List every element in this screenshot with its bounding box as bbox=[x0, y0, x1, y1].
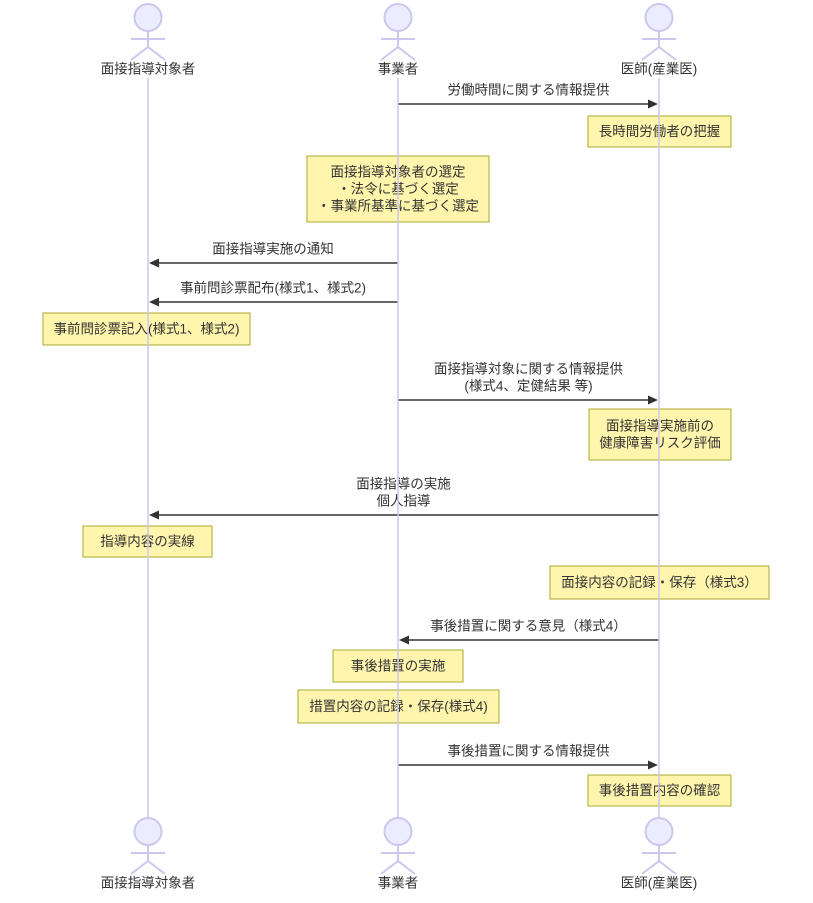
actor-top-1: 面接指導対象者 bbox=[101, 3, 196, 77]
actor-head-icon bbox=[133, 817, 163, 846]
note-6: 事前問診票記入(様式1、様式2) bbox=[42, 312, 251, 346]
message-label: 事後措置に関する情報提供 bbox=[448, 744, 610, 759]
actor-legs bbox=[641, 859, 677, 875]
actor-label: 面接指導対象者 bbox=[101, 875, 196, 891]
message-label: 面接指導の実施 bbox=[356, 476, 451, 492]
actor-head-icon bbox=[644, 3, 674, 32]
message-4: 面接指導実施の通知 bbox=[149, 241, 398, 268]
actor-label: 面接指導対象者 bbox=[101, 61, 196, 77]
arrowhead-icon bbox=[149, 258, 159, 268]
lifelines-layer bbox=[147, 78, 660, 818]
message-1: 労働時間に関する情報提供 bbox=[398, 83, 658, 109]
message-7: 面接指導対象に関する情報提供(様式4、定健結果 等) bbox=[398, 361, 658, 405]
actor-head-icon bbox=[133, 3, 163, 32]
arrowhead-icon bbox=[149, 297, 159, 307]
actor-head-icon bbox=[383, 3, 413, 32]
note-text: 面接指導実施前の bbox=[606, 418, 714, 434]
actor-legs bbox=[130, 859, 166, 875]
actor-bottom-2: 事業者 bbox=[378, 817, 419, 891]
actor-legs bbox=[641, 45, 677, 61]
actor-top-2: 事業者 bbox=[378, 3, 419, 77]
note-text: 事前問診票記入(様式1、様式2) bbox=[53, 321, 239, 337]
message-label: (様式4、定健結果 等) bbox=[464, 378, 592, 394]
arrowhead-icon bbox=[648, 395, 658, 405]
message-5: 事前問診票配布(様式1、様式2) bbox=[149, 280, 398, 307]
note-box bbox=[42, 312, 251, 346]
message-label: 労働時間に関する情報提供 bbox=[448, 83, 610, 98]
actor-label: 医師(産業医) bbox=[621, 62, 698, 77]
actor-bottom-1: 面接指導対象者 bbox=[101, 817, 196, 891]
message-label: 面接指導対象に関する情報提供 bbox=[434, 361, 623, 377]
actor-label: 医師(産業医) bbox=[621, 876, 698, 891]
actor-label: 事業者 bbox=[378, 62, 419, 77]
message-label: 個人指導 bbox=[377, 494, 431, 509]
message-label: 面接指導実施の通知 bbox=[212, 241, 334, 257]
actor-legs bbox=[380, 859, 416, 875]
actor-head-icon bbox=[644, 817, 674, 846]
actor-legs bbox=[380, 45, 416, 61]
actor-top-3: 医師(産業医) bbox=[621, 3, 698, 77]
actor-label: 事業者 bbox=[378, 876, 419, 891]
note-text: 健康障害リスク評価 bbox=[599, 435, 721, 451]
message-label: 事前問診票配布(様式1、様式2) bbox=[180, 280, 366, 296]
actor-legs bbox=[130, 45, 166, 61]
message-label: 事後措置に関する意見（様式4） bbox=[430, 618, 627, 634]
actor-bottom-3: 医師(産業医) bbox=[621, 817, 698, 891]
message-15: 事後措置に関する情報提供 bbox=[398, 744, 658, 770]
arrowhead-icon bbox=[149, 510, 159, 520]
arrowhead-icon bbox=[648, 99, 658, 109]
arrowhead-icon bbox=[399, 635, 409, 645]
arrowhead-icon bbox=[648, 760, 658, 770]
note-box bbox=[588, 408, 732, 461]
message-12: 事後措置に関する意見（様式4） bbox=[399, 618, 659, 645]
actor-head-icon bbox=[383, 817, 413, 846]
